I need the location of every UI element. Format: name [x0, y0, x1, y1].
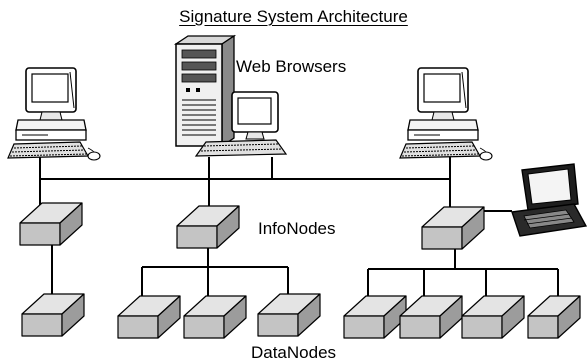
datanode-2: [117, 295, 181, 339]
datanode-5: [343, 295, 407, 339]
diagram-title: Signature System Architecture: [179, 7, 408, 26]
network-lines: [39, 156, 559, 296]
datanode-7: [461, 295, 525, 339]
infonodes-label: InfoNodes: [258, 219, 336, 238]
datanode-1: [21, 293, 85, 337]
infonode-1: [19, 202, 83, 246]
laptop-icon: [511, 163, 587, 237]
workstation-right-icon: [399, 67, 493, 161]
web-browsers-label: Web Browsers: [236, 57, 347, 76]
datanode-8: [527, 295, 581, 339]
tower-server-icon: [173, 34, 237, 148]
datanode-6: [399, 295, 463, 339]
datanode-4: [257, 293, 321, 337]
infonode-3: [421, 206, 485, 250]
datanode-3: [183, 295, 247, 339]
infonode-2: [176, 205, 240, 249]
workstation-left-icon: [7, 67, 101, 161]
server-console-icon: [194, 91, 288, 157]
datanodes-label: DataNodes: [250, 343, 337, 362]
